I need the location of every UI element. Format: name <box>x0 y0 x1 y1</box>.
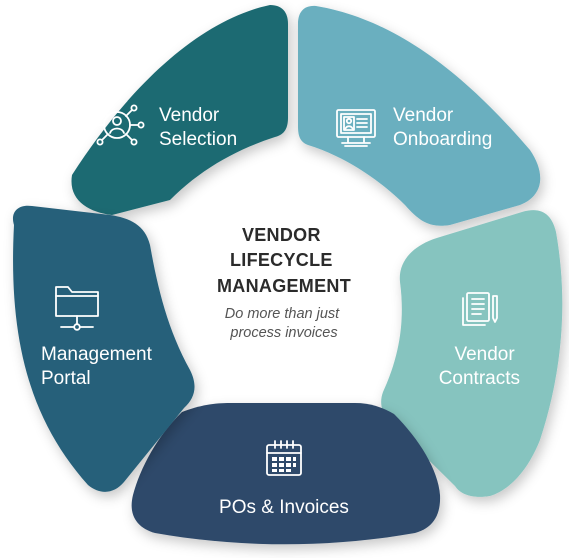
segment-vendor-onboarding[interactable]: Vendor Onboarding <box>298 5 541 226</box>
segment-vendor-contracts[interactable]: Vendor Contracts <box>381 210 563 497</box>
network-person-icon <box>89 104 145 146</box>
center-hub: VENDOR LIFECYCLE MANAGEMENT Do more than… <box>217 225 351 341</box>
monitor-profile-icon <box>336 109 376 147</box>
segment-pos-invoices-shape <box>131 403 441 545</box>
center-title: VENDOR LIFECYCLE MANAGEMENT <box>217 225 351 296</box>
segment-vendor-selection-label: Vendor Selection <box>159 105 237 150</box>
segment-vendor-onboarding-shape <box>298 5 541 226</box>
segment-pos-invoices-label: POs & Invoices <box>219 497 349 518</box>
segment-vendor-onboarding-label: Vendor Onboarding <box>393 105 492 150</box>
segment-management-portal[interactable]: Management Portal <box>12 205 195 492</box>
segment-vendor-selection[interactable]: Vendor Selection <box>71 5 288 215</box>
segment-pos-invoices[interactable]: POs & Invoices <box>131 403 441 545</box>
center-subtitle: Do more than just process invoices <box>225 306 343 341</box>
segment-vendor-selection-shape <box>71 5 288 215</box>
contract-document-icon <box>462 292 498 326</box>
segment-vendor-contracts-label: Vendor Contracts <box>439 344 520 389</box>
segment-management-portal-label: Management Portal <box>41 344 157 389</box>
segment-vendor-contracts-shape <box>381 210 563 497</box>
folder-network-icon <box>55 286 99 331</box>
calendar-icon <box>266 440 302 476</box>
segment-management-portal-shape <box>12 205 195 492</box>
